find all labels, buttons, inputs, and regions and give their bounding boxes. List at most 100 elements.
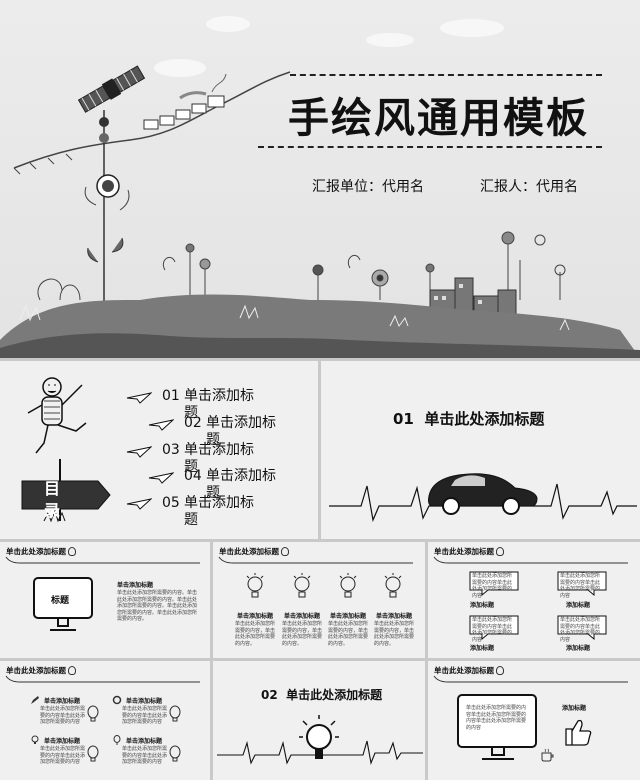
content-slide-monitor-thumbs[interactable]: 单击此处添加标题 单击此处添加您所需要的内容单击此处添加您所需要的内容单击此处添… — [428, 661, 640, 780]
item-heading: 单击添加标题 — [126, 698, 163, 705]
lightbulb-icon — [246, 573, 264, 598]
item-heading: 单击添加标题 — [126, 738, 163, 745]
lightbulb-icon — [68, 547, 76, 556]
speech-box — [557, 571, 607, 596]
content-slide-speech-boxes[interactable]: 单击此处添加标题 单击此处添加您所需要的内容单击此处添加您所需要的内容 单击此处… — [428, 542, 640, 658]
section-number: 02 — [261, 688, 278, 702]
title-slide[interactable]: 手绘风通用模板 汇报单位：代用名 汇报人：代用名 — [0, 0, 640, 358]
speech-box — [557, 615, 607, 640]
column-heading: 单击添加标题 — [376, 613, 413, 620]
box-body: 单击此处添加您所需要的内容单击此处添加您所需要的内容 — [560, 573, 601, 599]
item-heading: 单击添加标题 — [44, 698, 81, 705]
item-body: 单击此处添加您所需要的内容单击此处添加您所需要的内容 — [40, 706, 86, 725]
thumbs-up-icon — [565, 719, 592, 746]
toc-item-number: 01 — [162, 388, 180, 404]
lightbulb-icon — [496, 666, 504, 675]
box-label: 添加标题 — [470, 645, 495, 652]
slide-header: 单击此处添加标题 — [434, 546, 504, 557]
header-underline — [433, 556, 628, 564]
reporting-unit[interactable]: 汇报单位：代用名 — [312, 179, 424, 195]
balloon-icon — [87, 745, 99, 762]
column-body: 单击此处添加您所需要的内容，单击此处添加您所需要的内容。 — [235, 621, 276, 647]
toc-item-label: 单击添加标题 — [184, 442, 254, 475]
paper-plane-icon — [126, 392, 152, 404]
section-02-slide[interactable]: 02 单击此处添加标题 — [213, 661, 425, 780]
slide-header: 单击此处添加标题 — [434, 665, 504, 676]
lightbulb-icon — [384, 573, 402, 598]
section-title-text: 单击此处添加标题 — [424, 410, 545, 428]
lightbulb-heartbeat-illustration — [217, 715, 423, 765]
column-body: 单击此处添加您所需要的内容，单击此处添加您所需要的内容。 — [328, 621, 369, 647]
box-body: 单击此处添加您所需要的内容单击此处添加您所需要的内容 — [472, 573, 513, 599]
car-heartbeat-illustration — [329, 473, 637, 523]
item-body: 单击此处添加您所需要的内容单击此处添加您所需要的内容 — [122, 746, 168, 765]
toc-item-label: 单击添加标题 — [184, 388, 254, 421]
screen-label: 标题 — [51, 596, 70, 606]
section-title-text: 单击此处添加标题 — [286, 688, 383, 702]
item-body: 单击此处添加您所需要的内容单击此处添加您所需要的内容 — [40, 746, 86, 765]
balloon-icon — [169, 705, 181, 722]
lightbulb-icon — [339, 573, 357, 598]
speech-box — [469, 615, 519, 640]
toc-item-number: 05 — [162, 495, 180, 511]
toc-item-label: 单击添加标题 — [184, 495, 254, 528]
pencil-icon — [31, 696, 39, 704]
item-body: 单击此处添加您所需要的内容单击此处添加您所需要的内容 — [122, 706, 168, 725]
section-title[interactable]: 02 单击此处添加标题 — [261, 687, 391, 703]
toc-badge-label: 目 录 — [44, 479, 61, 520]
presentation-title[interactable]: 手绘风通用模板 — [288, 94, 589, 142]
toc-item-label: 单击添加标题 — [206, 415, 276, 448]
content-slide-icon-list[interactable]: 单击此处添加标题 单击添加标题 单击添加标题 单击添加标题 单击添加标题 单击此… — [0, 661, 210, 780]
balloon-icon — [169, 745, 181, 762]
content-heading: 单击添加标题 — [117, 582, 154, 589]
column-body: 单击此处添加您所需要的内容，单击此处添加您所需要的内容。 — [374, 621, 415, 647]
header-underline — [5, 556, 200, 564]
content-body: 单击此处添加您所需要的内容。单击此处添加您所需要的内容。单击此处添加您所需要的内… — [117, 590, 198, 622]
toc-item-label: 单击添加标题 — [206, 468, 276, 501]
paper-plane-icon — [126, 498, 152, 510]
item-heading: 单击添加标题 — [44, 738, 81, 745]
reporter-name[interactable]: 汇报人：代用名 — [480, 179, 578, 195]
column-body: 单击此处添加您所需要的内容，单击此处添加您所需要的内容。 — [282, 621, 323, 647]
section-title[interactable]: 01 单击此处添加标题 — [393, 409, 553, 429]
column-heading: 单击添加标题 — [284, 613, 321, 620]
content-slide-bulbs[interactable]: 单击此处添加标题 单击添加标题 单击添加标题 单击添加标题 单击添加标题 单击此… — [213, 542, 425, 658]
coffee-cup-icon — [541, 748, 554, 762]
monitor-icon — [457, 694, 537, 760]
content-slide-screen[interactable]: 单击此处添加标题 标题 单击添加标题 单击此处添加您所需要的内容。单击此处添加您… — [0, 542, 210, 658]
lightbulb-icon — [281, 547, 289, 556]
paper-plane-icon — [148, 419, 174, 431]
box-label: 添加标题 — [566, 602, 591, 609]
toc-item-number: 02 — [184, 415, 202, 431]
hand-drawn-scene-illustration — [0, 16, 640, 358]
bulb-icon — [31, 735, 39, 744]
header-underline — [218, 556, 413, 564]
slide-header: 单击此处添加标题 — [6, 546, 76, 557]
box-body: 单击此处添加您所需要的内容单击此处添加您所需要的内容 — [472, 617, 513, 643]
header-underline — [433, 675, 628, 683]
paper-plane-icon — [148, 472, 174, 484]
title-bottom-dashed-line — [258, 146, 602, 148]
section-01-slide[interactable]: 01 单击此处添加标题 — [321, 361, 640, 539]
balloon-icon — [87, 705, 99, 722]
slide-header: 单击此处添加标题 — [6, 665, 76, 676]
gear-icon — [112, 695, 122, 705]
column-heading: 单击添加标题 — [330, 613, 367, 620]
monitor-body: 单击此处添加您所需要的内容单击此处添加您所需要的内容单击此处添加您所需要的内容 — [466, 705, 527, 731]
thumb-label: 添加标题 — [562, 705, 587, 712]
balloon-icon — [113, 735, 121, 745]
box-label: 添加标题 — [566, 645, 591, 652]
box-label: 添加标题 — [470, 602, 495, 609]
title-top-dashed-line — [290, 74, 602, 76]
lightbulb-icon — [293, 573, 311, 598]
speech-box — [469, 571, 519, 596]
toc-item-number: 04 — [184, 468, 202, 484]
stick-figure-signpost-illustration — [21, 377, 111, 523]
slide-header: 单击此处添加标题 — [219, 546, 289, 557]
